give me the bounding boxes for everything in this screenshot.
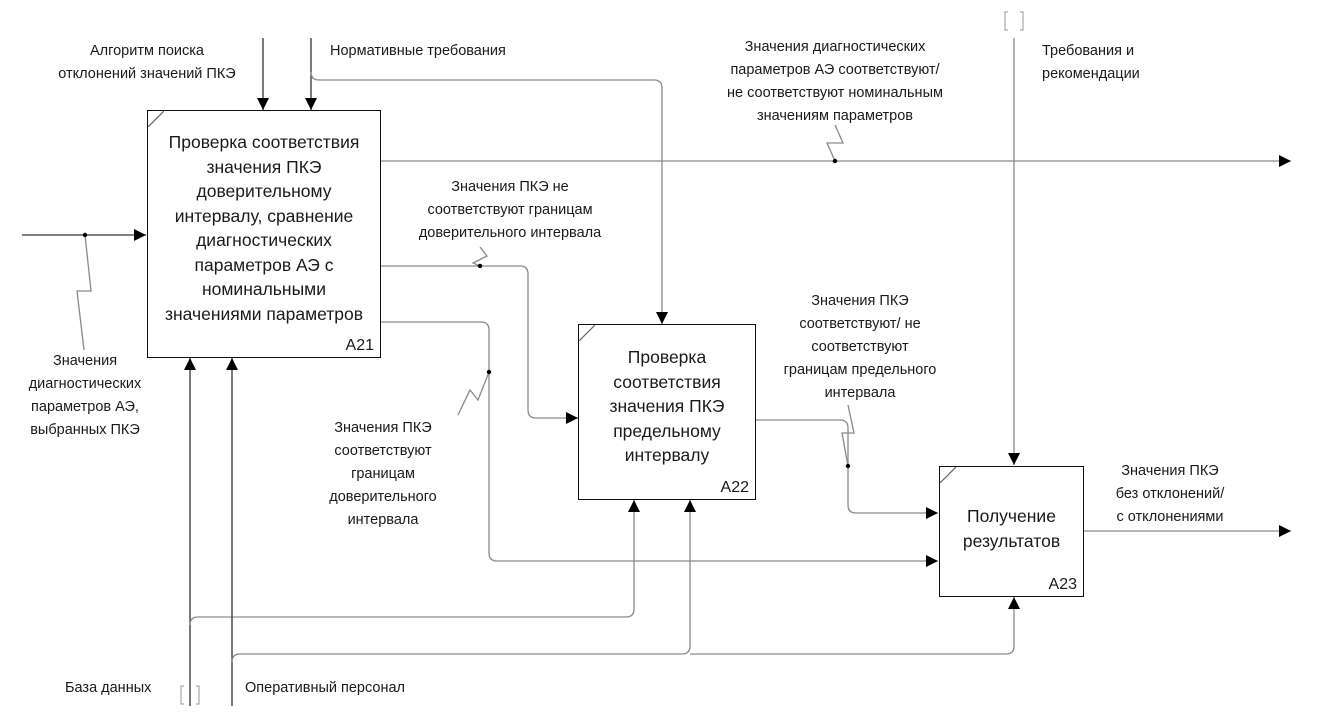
box-corner-mark: [940, 467, 956, 483]
label-mech-database: База данных: [65, 680, 152, 696]
squiggle-input-diag-values: [76, 234, 92, 351]
junction-dot: [477, 263, 483, 269]
junction-dot: [845, 463, 851, 469]
squiggle-pke-conf: [457, 371, 490, 416]
arrow-pke-conf: [380, 321, 938, 567]
arrow-pke-not-conf: [380, 265, 578, 424]
box-number-a22: A22: [720, 479, 749, 496]
arrow-mech-database-a22: [189, 500, 640, 626]
box-corner-mark: [148, 111, 164, 127]
arrow-control-normative-to-a22: [310, 71, 668, 324]
arrow-mech-personnel-a22: [231, 500, 696, 663]
arrow-mech-personnel-a23: [690, 597, 1020, 655]
box-corner-mark: [579, 325, 595, 341]
junction-dot: [832, 158, 838, 164]
label-mech-personnel: Оперативный персонал: [245, 680, 405, 696]
squiggle-output-diag-params: [825, 124, 845, 162]
box-number-a23: A23: [1048, 576, 1077, 593]
squiggle-pke-limit: [841, 404, 855, 467]
junction-dot: [486, 369, 492, 375]
tunnel-icon-database: [180, 685, 200, 705]
label-control-normative: Нормативные требования: [330, 43, 506, 59]
tunnel-icon-requirements: [1004, 11, 1024, 31]
junction-dot: [82, 232, 88, 238]
box-number-a21: A21: [345, 337, 374, 354]
squiggle-pke-not-conf: [471, 246, 488, 267]
